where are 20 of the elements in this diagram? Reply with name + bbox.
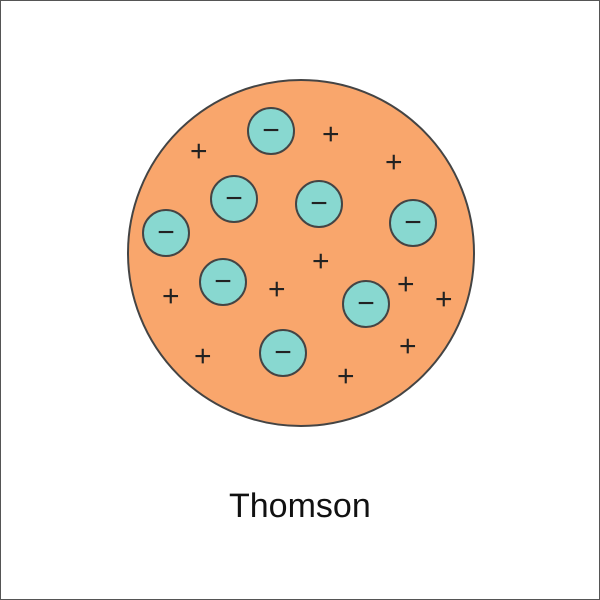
plus-sign: + bbox=[190, 137, 208, 167]
plus-sign: + bbox=[435, 285, 453, 315]
negative-charge-circle: − bbox=[389, 199, 437, 247]
negative-charge-circle: − bbox=[199, 258, 247, 306]
plus-sign: + bbox=[337, 362, 355, 392]
plus-sign: + bbox=[268, 275, 286, 305]
plus-sign: + bbox=[162, 282, 180, 312]
plus-sign: + bbox=[322, 120, 340, 150]
negative-charge-circle: − bbox=[247, 107, 295, 155]
negative-charge-circle: − bbox=[295, 180, 343, 228]
plus-sign: + bbox=[399, 332, 417, 362]
negative-charge-circle: − bbox=[142, 209, 190, 257]
plus-sign: + bbox=[397, 270, 415, 300]
caption: Thomson bbox=[229, 487, 371, 526]
plus-sign: + bbox=[194, 342, 212, 372]
negative-charge-circle: − bbox=[342, 280, 390, 328]
plus-sign: + bbox=[385, 148, 403, 178]
plus-sign: + bbox=[312, 247, 330, 277]
negative-charge-circle: − bbox=[210, 175, 258, 223]
negative-charge-circle: − bbox=[259, 329, 307, 377]
